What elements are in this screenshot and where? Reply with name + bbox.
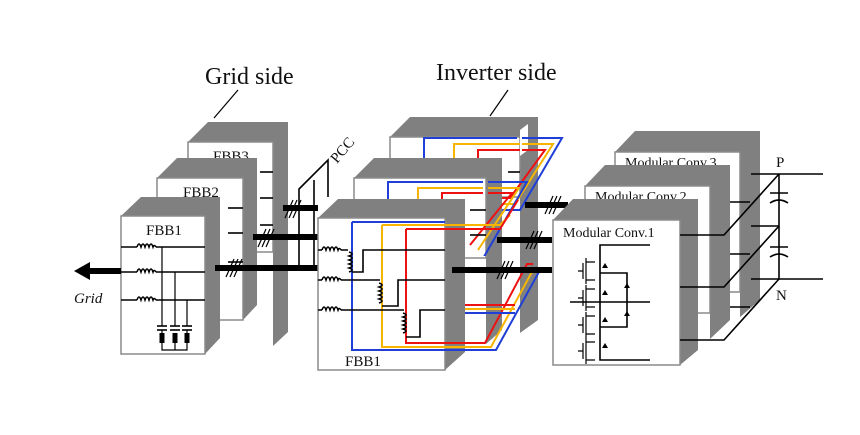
dc-negative-label: N xyxy=(776,288,787,304)
grid-side-label: Grid side xyxy=(205,64,294,90)
dc-link-buses xyxy=(452,195,568,280)
pcc-label: PCC xyxy=(328,135,358,167)
grid-arrow-icon xyxy=(74,262,121,280)
modular-conv1-block: Modular Conv.1 xyxy=(552,199,698,366)
inverter-side-label: Inverter side xyxy=(436,60,557,86)
dc-positive-label: P xyxy=(776,155,784,171)
grid-filter-inductors xyxy=(121,243,205,303)
inverter-fbb1-label: FBB1 xyxy=(345,354,381,370)
grid-fbb1-label: FBB1 xyxy=(146,223,182,239)
pcc-bus xyxy=(215,158,329,278)
grid-fbb1-block: FBB1 xyxy=(120,197,220,355)
npc-switch-leg xyxy=(570,244,650,364)
dc-bus-network xyxy=(698,173,823,341)
grid-filter-capacitors xyxy=(157,247,192,351)
grid-label: Grid xyxy=(74,291,103,307)
inverter-fbb1-block: FBB1 xyxy=(317,199,546,371)
modular-conv1-label: Modular Conv.1 xyxy=(563,226,655,241)
grid-side-leader xyxy=(213,89,239,119)
inverter-side-leader xyxy=(489,89,509,117)
